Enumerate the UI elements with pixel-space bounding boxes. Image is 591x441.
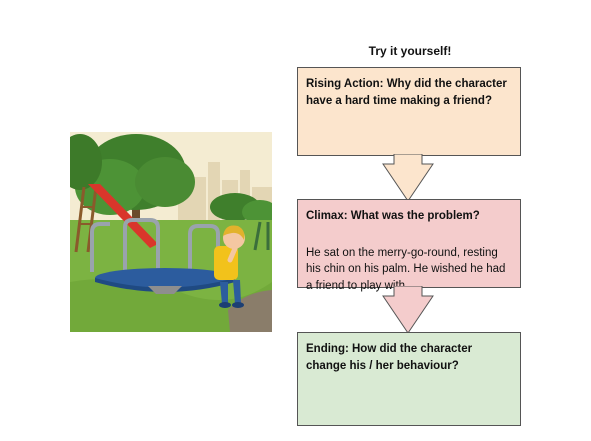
trees	[70, 134, 272, 247]
page-heading: Try it yourself!	[368, 44, 452, 58]
arrow-shape	[382, 286, 434, 334]
ending-box[interactable]: Ending: How did the character change his…	[297, 332, 521, 426]
boy-character	[214, 225, 245, 308]
climax-question: Climax: What was the problem?	[306, 210, 480, 222]
ending-question: Ending: How did the character change his…	[306, 343, 473, 372]
arrow-rising-to-climax	[382, 154, 434, 202]
arrow-shape	[382, 154, 434, 202]
slide	[74, 184, 158, 253]
merry-go-round	[90, 218, 235, 294]
rock	[228, 290, 272, 332]
rising-action-box[interactable]: Rising Action: Why did the character hav…	[297, 67, 521, 156]
climax-answer: He sat on the merry-go-round, resting hi…	[306, 246, 506, 293]
rising-action-question: Rising Action: Why did the character hav…	[306, 78, 507, 107]
playground-illustration	[70, 132, 272, 332]
arrow-climax-to-ending	[382, 286, 434, 334]
climax-box[interactable]: Climax: What was the problem? He sat on …	[297, 199, 521, 292]
